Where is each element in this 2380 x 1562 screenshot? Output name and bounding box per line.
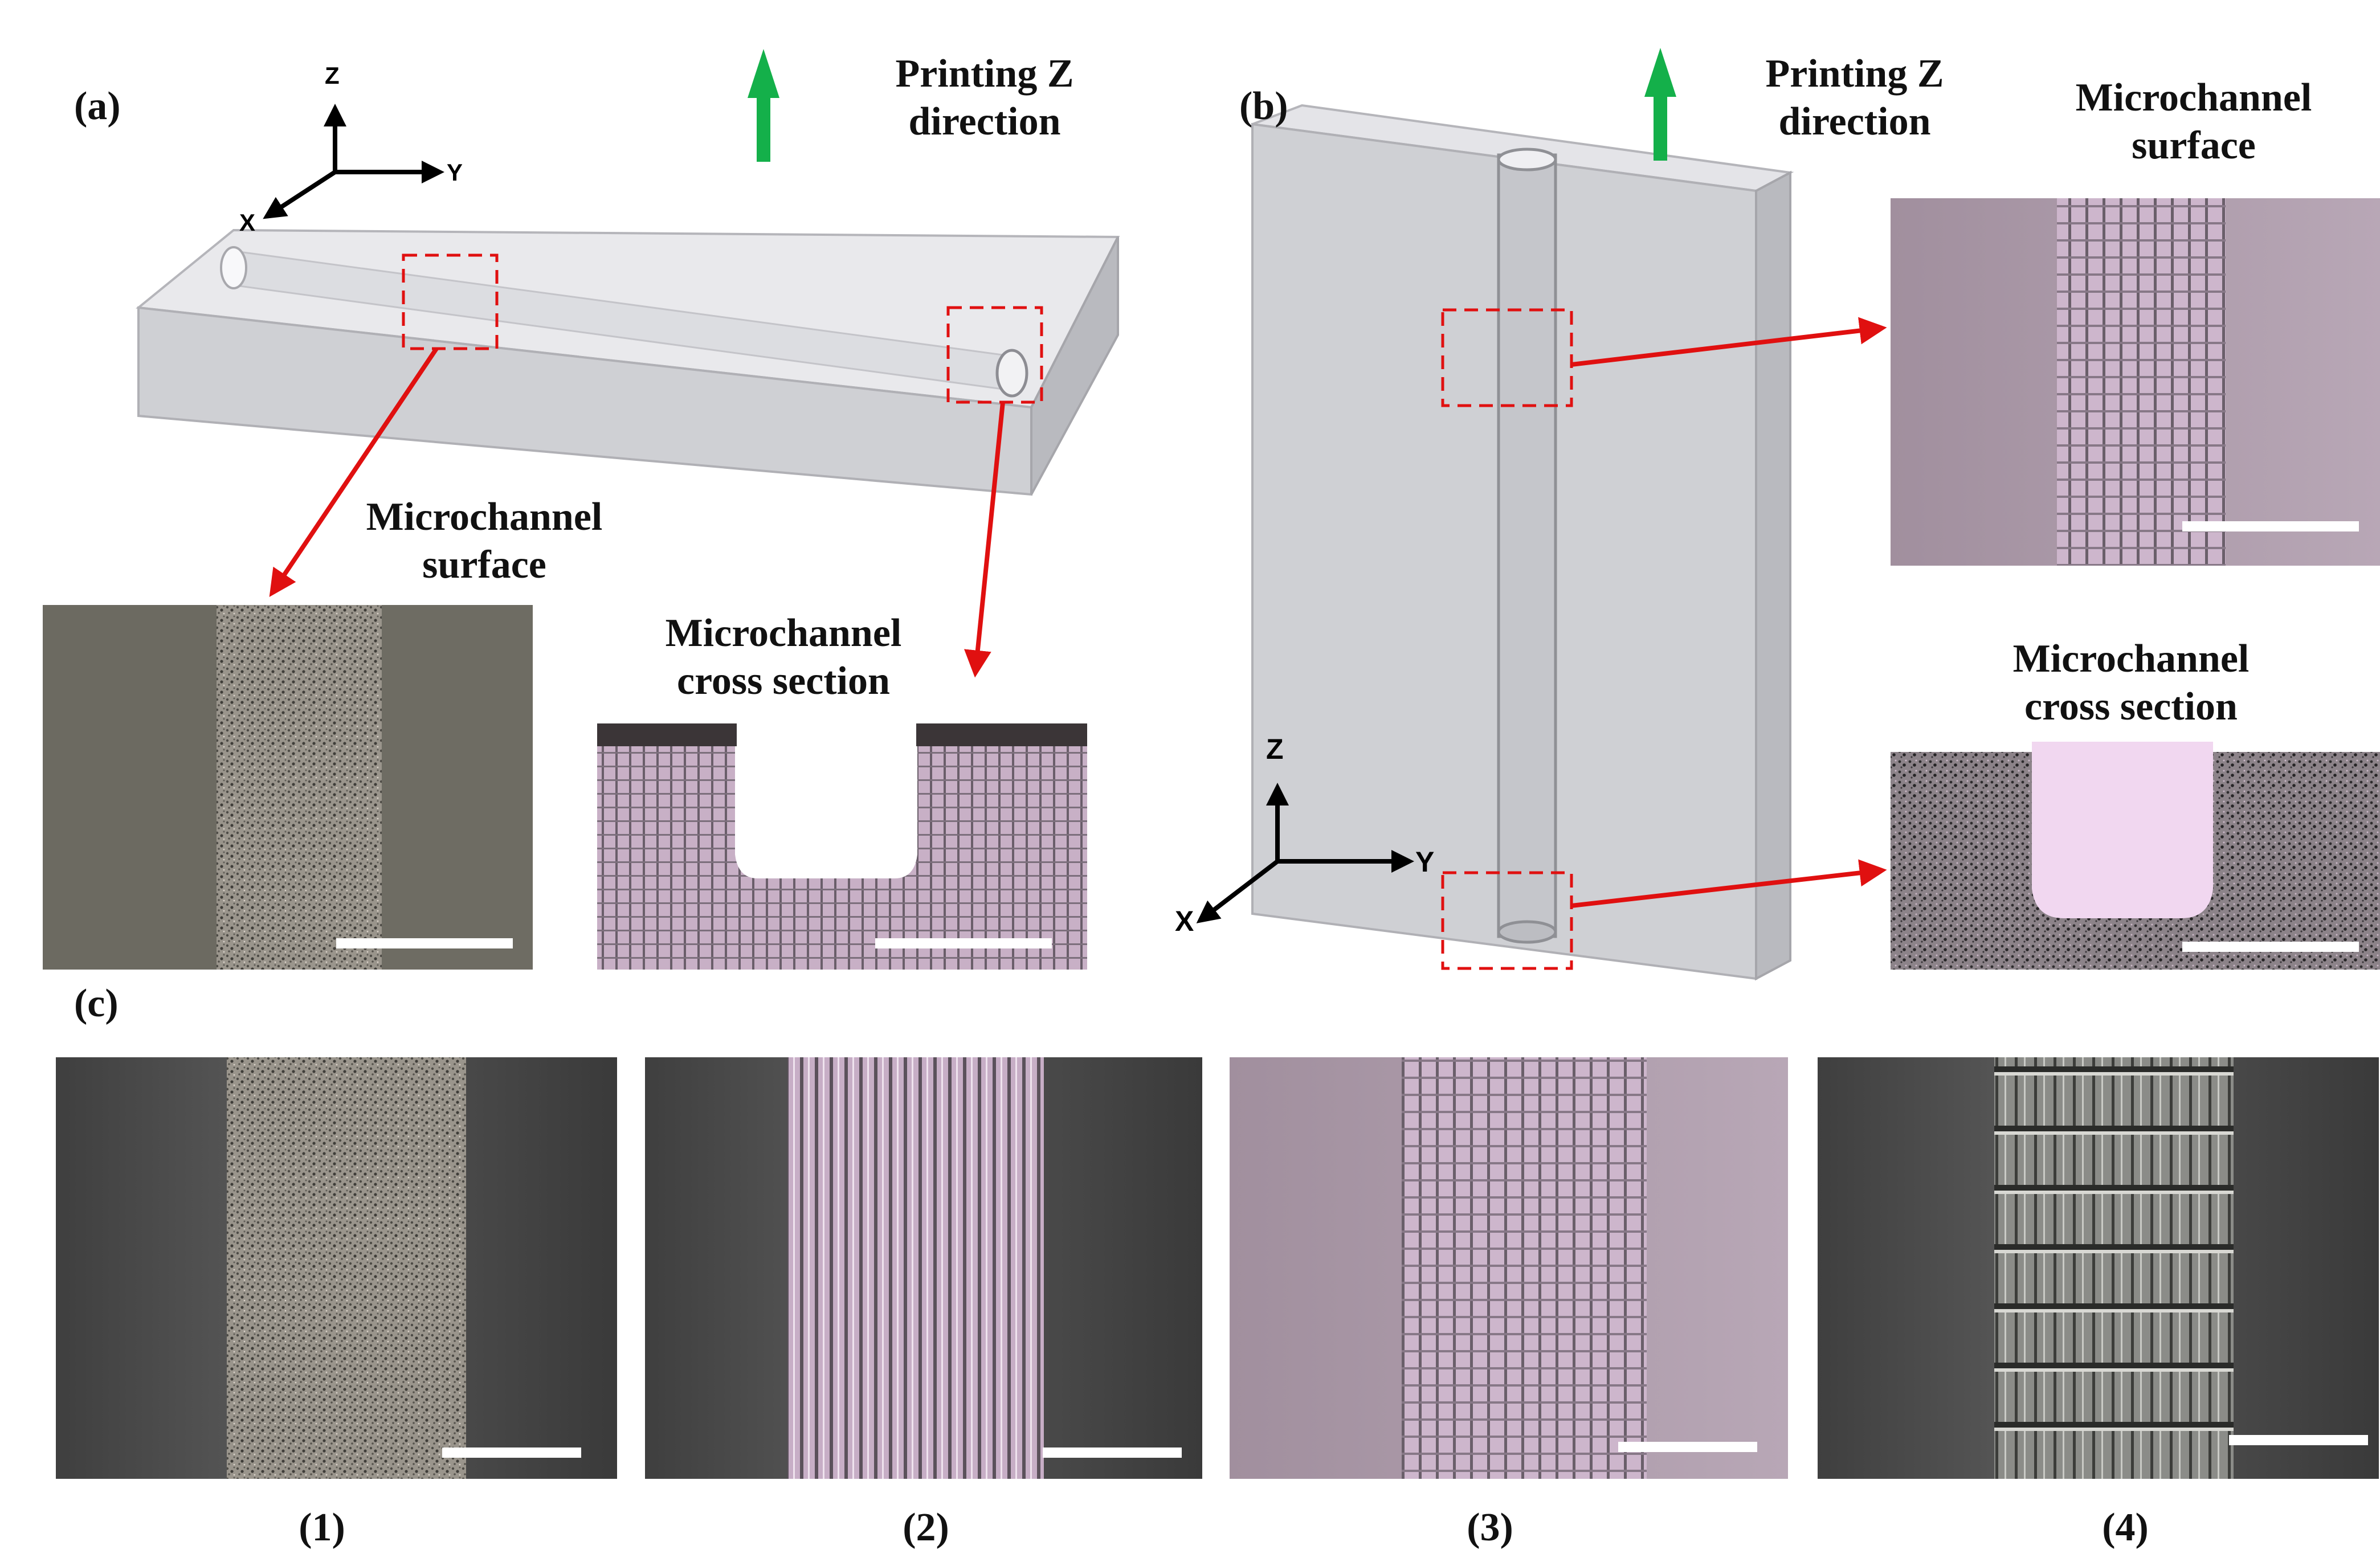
print-direction-caption-b: Printing Z direction xyxy=(1765,50,1944,146)
sublabel-2: (2) xyxy=(903,1506,949,1549)
dashed-box-surface xyxy=(1441,308,1573,407)
slab-vertical-3d xyxy=(1251,104,1794,981)
panel-label-a: (a) xyxy=(74,84,121,128)
surface-caption-line2: surface xyxy=(422,543,546,587)
axis-triad-b xyxy=(1196,783,1414,923)
micrograph-c4 xyxy=(1818,1057,2379,1479)
green-arrow-a xyxy=(748,49,779,162)
micrograph-c3 xyxy=(1230,1057,1788,1479)
dashed-box-surface xyxy=(402,253,499,350)
surface-caption-a: Microchannel surface xyxy=(366,493,603,589)
print-direction-line2: direction xyxy=(1778,100,1931,144)
arrow-to-surface-b xyxy=(1571,317,1887,367)
slab-horizontal-3d xyxy=(136,228,1120,496)
micrograph-c2 xyxy=(645,1057,1202,1479)
axis-label-y-a: Y xyxy=(447,159,463,186)
surface-caption-line1: Microchannel xyxy=(2075,76,2312,120)
micrograph-cross-b xyxy=(1891,742,2380,970)
green-arrow-b xyxy=(1644,48,1676,161)
dashed-box-cross xyxy=(1441,871,1573,970)
micrograph-cross-a xyxy=(597,713,1087,970)
cross-caption-a: Microchannel cross section xyxy=(666,610,902,705)
micrograph-c1 xyxy=(56,1057,617,1479)
cross-caption-line1: Microchannel xyxy=(2012,637,2250,681)
axis-label-x-b: X xyxy=(1175,905,1194,937)
sublabel-1: (1) xyxy=(299,1506,345,1549)
arrow-to-cross-b xyxy=(1571,859,1887,908)
sublabel-4: (4) xyxy=(2102,1506,2149,1549)
print-direction-line1: Printing Z xyxy=(1765,52,1944,96)
micrograph-surface-b xyxy=(1891,198,2380,566)
cross-caption-line2: cross section xyxy=(677,659,890,703)
panel-label-c: (c) xyxy=(74,982,119,1025)
surface-caption-b: Microchannel surface xyxy=(2076,74,2312,170)
axis-label-y-b: Y xyxy=(1415,846,1435,878)
sublabel-3: (3) xyxy=(1467,1506,1513,1549)
panel-label-b: (b) xyxy=(1239,84,1288,128)
surface-caption-line2: surface xyxy=(2132,124,2256,167)
print-direction-line2: direction xyxy=(908,100,1061,144)
axis-label-z-a: Z xyxy=(325,62,340,89)
surface-caption-line1: Microchannel xyxy=(366,495,603,539)
cross-caption-line2: cross section xyxy=(2024,685,2238,729)
arrow-to-surface-a xyxy=(269,347,439,597)
print-direction-line1: Printing Z xyxy=(895,52,1074,96)
cross-caption-b: Microchannel cross section xyxy=(2013,635,2250,731)
cross-caption-line1: Microchannel xyxy=(665,611,902,655)
dashed-box-cross xyxy=(946,306,1043,404)
axis-triad-a xyxy=(263,104,444,219)
micrograph-surface-a xyxy=(43,605,533,970)
axis-label-x-a: X xyxy=(239,209,256,236)
axis-label-z-b: Z xyxy=(1266,733,1284,765)
arrow-to-cross-a xyxy=(964,402,1005,678)
print-direction-caption-a: Printing Z direction xyxy=(895,50,1073,146)
